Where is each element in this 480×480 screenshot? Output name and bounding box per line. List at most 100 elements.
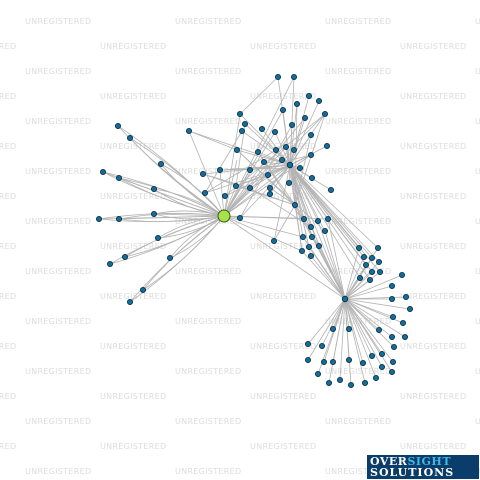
watermark-text: UNREGISTERED xyxy=(250,92,316,101)
graph-node xyxy=(166,254,173,261)
graph-edge xyxy=(324,230,346,300)
graph-edge xyxy=(204,149,277,194)
graph-node xyxy=(359,359,366,366)
graph-node xyxy=(127,298,134,305)
graph-node xyxy=(388,295,395,302)
watermark-text: UNREGISTERED xyxy=(475,217,480,226)
graph-node xyxy=(232,182,239,189)
graph-node xyxy=(368,268,375,275)
watermark-text: UNREGISTERED xyxy=(475,417,480,426)
graph-edge xyxy=(344,298,393,373)
graph-hub-node xyxy=(286,161,294,169)
graph-node xyxy=(300,215,307,222)
graph-node xyxy=(388,282,395,289)
graph-node xyxy=(389,358,396,365)
graph-hub-node xyxy=(291,201,298,208)
graph-node xyxy=(290,74,297,81)
watermark-text: UNREGISTERED xyxy=(325,217,391,226)
watermark-text: UNREGISTERED xyxy=(250,42,316,51)
watermark-text: UNREGISTERED xyxy=(250,342,316,351)
watermark-text: UNREGISTERED xyxy=(250,442,316,451)
graph-node xyxy=(375,258,382,265)
graph-edge xyxy=(223,113,326,217)
graph-edge xyxy=(344,279,371,300)
graph-node xyxy=(236,214,243,221)
graph-edge xyxy=(219,167,301,171)
graph-edge xyxy=(153,213,225,217)
watermark-text: UNREGISTERED xyxy=(0,342,16,351)
graph-node xyxy=(376,268,383,275)
watermark-text: UNREGISTERED xyxy=(475,267,480,276)
graph-edge xyxy=(223,169,251,217)
graph-edge xyxy=(235,123,246,187)
graph-node xyxy=(378,363,385,370)
watermark-text: UNREGISTERED xyxy=(0,392,16,401)
graph-edge xyxy=(289,164,381,273)
graph-edge xyxy=(344,298,383,368)
graph-node xyxy=(139,286,146,293)
watermark-text: UNREGISTERED xyxy=(400,42,466,51)
watermark-text: UNREGISTERED xyxy=(100,342,166,351)
graph-edge xyxy=(301,250,346,300)
graph-edge xyxy=(236,149,326,232)
graph-node xyxy=(398,271,405,278)
watermark-text: UNREGISTERED xyxy=(400,342,466,351)
graph-node xyxy=(307,131,314,138)
graph-edge xyxy=(289,164,379,249)
watermark-text: UNREGISTERED xyxy=(0,142,16,151)
graph-node xyxy=(402,293,409,300)
graph-node xyxy=(127,134,134,141)
logo-word-sight: SIGHT xyxy=(407,455,452,468)
graph-node xyxy=(116,215,123,222)
graph-node xyxy=(241,121,248,128)
watermark-text: UNREGISTERED xyxy=(400,192,466,201)
graph-edge xyxy=(289,164,361,279)
watermark-text: UNREGISTERED xyxy=(100,242,166,251)
graph-edge xyxy=(344,298,406,338)
graph-node xyxy=(282,143,289,150)
graph-node xyxy=(285,179,292,186)
watermark-text: UNREGISTERED xyxy=(175,67,241,76)
watermark-text: UNREGISTERED xyxy=(25,167,91,176)
graph-node xyxy=(366,276,373,283)
graph-node xyxy=(321,111,328,118)
graph-node xyxy=(270,237,277,244)
graph-edge xyxy=(257,151,291,166)
graph-node xyxy=(305,93,312,100)
watermark-text: UNREGISTERED xyxy=(250,392,316,401)
graph-edge xyxy=(344,277,361,300)
watermark-text: UNREGISTERED xyxy=(475,317,480,326)
graph-edge xyxy=(223,131,276,217)
graph-edge xyxy=(223,215,303,252)
watermark-text: UNREGISTERED xyxy=(175,217,241,226)
graph-node xyxy=(399,319,406,326)
graph-edge xyxy=(223,154,312,217)
watermark-text: UNREGISTERED xyxy=(175,267,241,276)
graph-node xyxy=(321,227,328,234)
watermark-text: UNREGISTERED xyxy=(400,142,466,151)
watermark-text: UNREGISTERED xyxy=(325,267,391,276)
graph-node xyxy=(185,127,192,134)
graph-edge xyxy=(249,187,312,228)
graph-edge xyxy=(308,246,346,300)
watermark-text: UNREGISTERED xyxy=(175,367,241,376)
graph-node xyxy=(199,170,206,177)
graph-node xyxy=(324,215,331,222)
graph-node xyxy=(266,184,273,191)
graph-edge xyxy=(339,298,346,381)
graph-node xyxy=(290,146,297,153)
watermark-text: UNREGISTERED xyxy=(0,242,16,251)
edge-layer xyxy=(98,76,411,386)
graph-node xyxy=(308,233,315,240)
graph-node xyxy=(389,313,396,320)
graph-node xyxy=(293,101,300,108)
graph-edge xyxy=(223,215,346,300)
graph-edge xyxy=(344,298,395,348)
watermark-text: UNREGISTERED xyxy=(325,67,391,76)
graph-node xyxy=(157,160,164,167)
graph-edge xyxy=(273,164,291,242)
graph-node xyxy=(347,381,354,388)
graph-node xyxy=(327,186,334,193)
graph-node xyxy=(272,146,279,153)
graph-node xyxy=(301,115,308,122)
